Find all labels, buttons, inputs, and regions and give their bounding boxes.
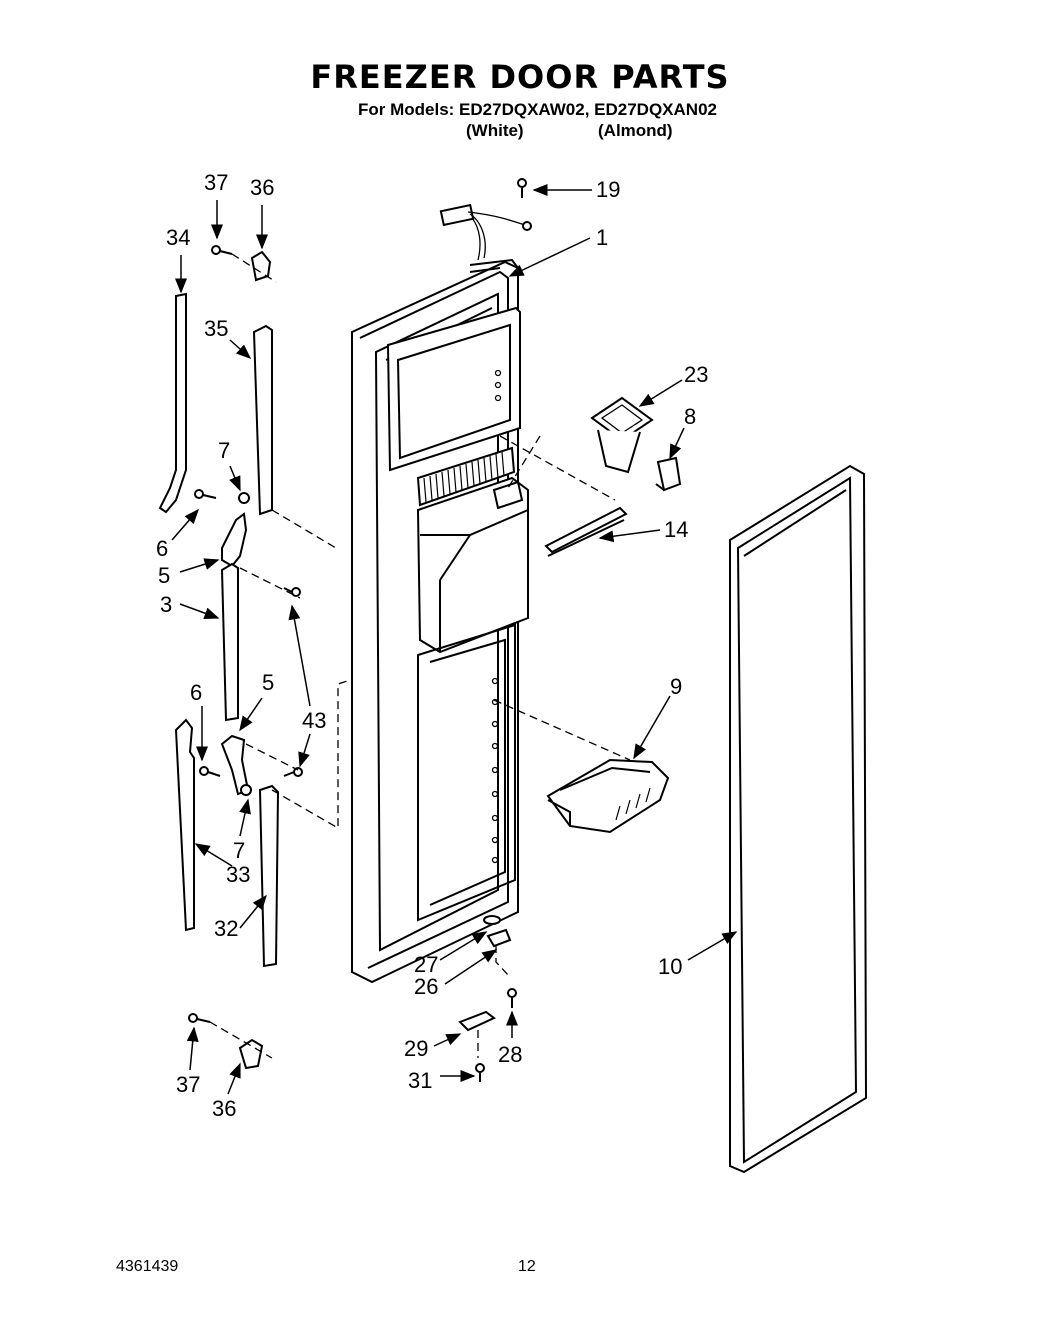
- callout-1: 1: [596, 225, 608, 250]
- callout-35: 35: [204, 316, 228, 341]
- bracket-part-8: [655, 456, 682, 492]
- document-number: 4361439: [116, 1258, 179, 1275]
- handle-bracket-part-5-top: [221, 512, 248, 568]
- door-handle-part-33: [174, 718, 195, 932]
- handle-end-cap-part-36-bottom: [238, 1038, 264, 1070]
- callout-7-bottom: 7: [233, 838, 245, 863]
- callout-33: 33: [226, 862, 250, 887]
- callout-37-top: 37: [204, 170, 228, 195]
- callout-26: 26: [414, 974, 438, 999]
- callout-43: 43: [302, 708, 326, 733]
- hinge-part-29: [458, 1010, 496, 1032]
- spacer-part-7-bottom: [240, 784, 252, 796]
- freezer-door-part-1: [351, 258, 529, 984]
- callout-labels: 37 36 34 35 7 6 5 3 6 5 43 7 33 32 37 36…: [156, 170, 708, 1121]
- variant-white: (White): [466, 121, 524, 140]
- handle-end-cap-part-36-top: [250, 250, 272, 282]
- callout-9: 9: [670, 674, 682, 699]
- callout-31: 31: [408, 1068, 432, 1093]
- callout-23: 23: [684, 362, 708, 387]
- door-gasket-part-10: [729, 464, 868, 1174]
- callout-6-top: 6: [156, 536, 168, 561]
- trim-part-35: [252, 324, 273, 516]
- callout-14: 14: [664, 517, 688, 542]
- spacer-part-7-top: [238, 492, 250, 504]
- screw-part-37-top: [211, 245, 233, 255]
- callout-10: 10: [658, 954, 682, 979]
- screw-part-19: [517, 178, 527, 198]
- callout-32: 32: [214, 916, 238, 941]
- callout-34: 34: [166, 225, 190, 250]
- page-title: FREEZER DOOR PARTS: [310, 58, 730, 96]
- callout-36-bottom: 36: [212, 1096, 236, 1121]
- callout-29: 29: [404, 1036, 428, 1061]
- callout-6-bottom: 6: [190, 680, 202, 705]
- screw-part-6-bottom: [199, 766, 221, 777]
- drip-tray-part-9: [546, 758, 670, 834]
- screw-part-6-top: [194, 489, 217, 499]
- screw-part-31: [475, 1063, 485, 1082]
- assembly-guide-lines: [209, 253, 631, 1059]
- screw-part-43-top: [283, 587, 301, 597]
- callout-5-bottom: 5: [262, 670, 274, 695]
- hinge-parts-26-27: [483, 915, 512, 948]
- callout-leaders: [171, 184, 738, 1095]
- callout-28: 28: [498, 1042, 522, 1067]
- screw-part-28: [507, 988, 517, 1008]
- ice-chute-part-23: [590, 396, 654, 474]
- callout-36-top: 36: [250, 175, 274, 200]
- trim-part-32: [258, 784, 280, 968]
- wire-harness: [439, 203, 532, 261]
- rail-part-14: [544, 506, 628, 557]
- callout-27: 27: [414, 952, 438, 977]
- screw-part-37-bottom: [188, 1013, 211, 1023]
- door-handle-part-34: [158, 292, 187, 514]
- callout-7-top: 7: [218, 438, 230, 463]
- screw-part-43-bottom: [283, 767, 303, 777]
- trim-part-3: [220, 562, 239, 722]
- variant-almond: (Almond): [598, 121, 673, 140]
- page-number: 12: [518, 1258, 536, 1275]
- callout-19: 19: [596, 177, 620, 202]
- callout-5-top: 5: [158, 563, 170, 588]
- handle-bracket-part-5-bottom: [220, 734, 250, 796]
- callout-37-bottom: 37: [176, 1072, 200, 1097]
- callout-8: 8: [684, 404, 696, 429]
- callout-3: 3: [160, 592, 172, 617]
- models-line: For Models: ED27DQXAW02, ED27DQXAN02: [358, 100, 717, 119]
